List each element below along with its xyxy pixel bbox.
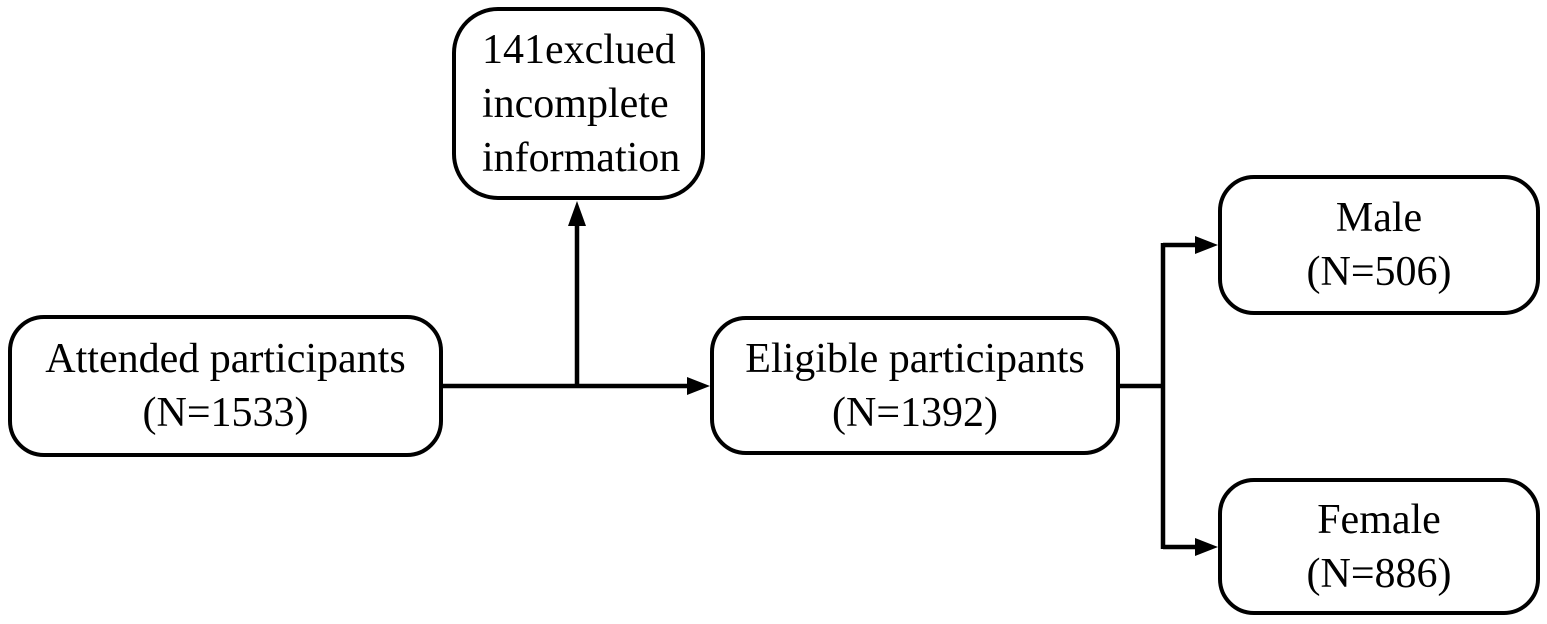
- node-female: Female (N=886): [1218, 478, 1540, 615]
- arrowhead-male: [1195, 236, 1218, 254]
- eligible-title: Eligible participants: [745, 335, 1085, 382]
- node-attended-participants: Attended participants (N=1533): [8, 315, 443, 457]
- male-count: (N=506): [1306, 249, 1452, 295]
- node-eligible-participants: Eligible participants (N=1392): [710, 316, 1120, 455]
- excluded-line-2: incomplete: [482, 80, 669, 127]
- arrowhead-excluded: [568, 201, 586, 226]
- female-title: Female: [1317, 496, 1441, 543]
- male-title: Male: [1335, 195, 1423, 241]
- eligible-count: (N=1392): [832, 389, 998, 436]
- node-excluded: 141exclued incomplete information: [452, 7, 705, 200]
- female-count: (N=886): [1306, 550, 1452, 597]
- arrowhead-eligible: [687, 377, 710, 395]
- excluded-line-1: 141exclued: [482, 26, 676, 73]
- attended-count: (N=1533): [142, 390, 309, 436]
- attended-title: Attended participants: [45, 336, 406, 382]
- node-male: Male (N=506): [1218, 175, 1540, 315]
- arrowhead-female: [1195, 538, 1218, 556]
- excluded-line-3: information: [482, 134, 681, 181]
